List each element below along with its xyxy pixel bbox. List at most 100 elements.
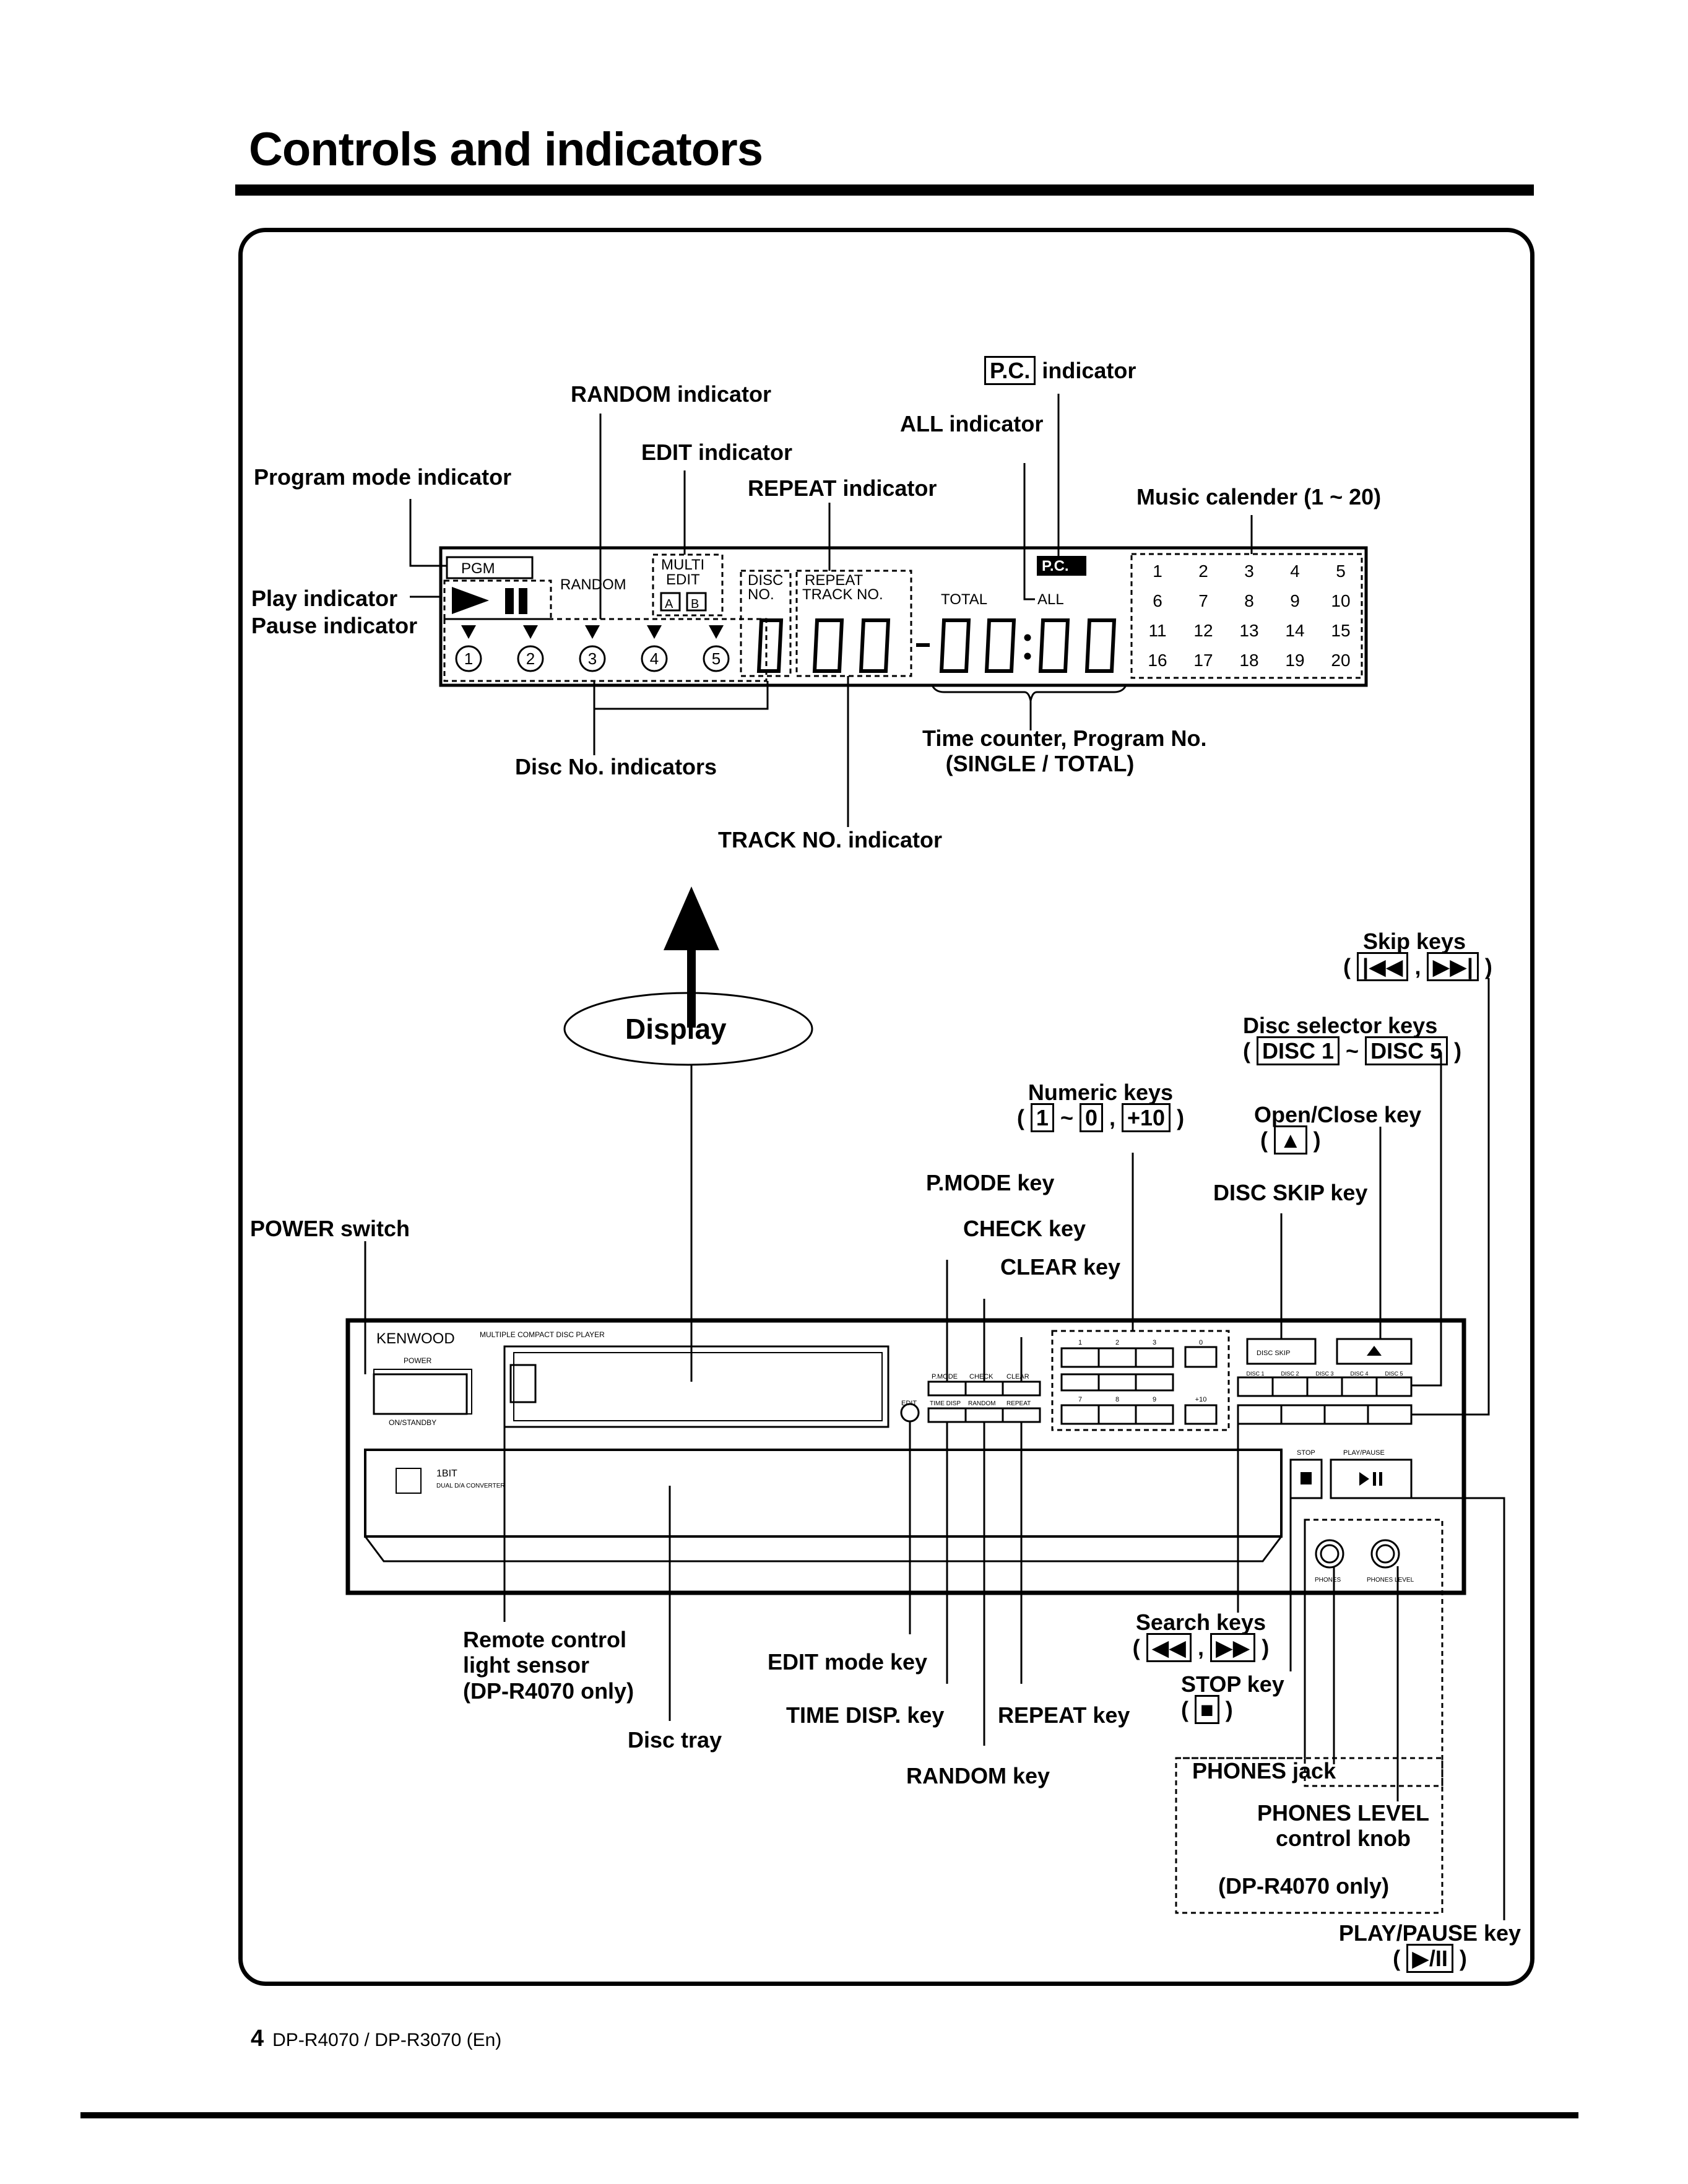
stop-key [1289,1458,1323,1499]
device-random-text: RANDOM [968,1400,995,1407]
phones-level-line-1: PHONES LEVEL [1257,1800,1430,1826]
stop-key-label: STOP key ( ■ ) [1181,1671,1284,1725]
lcd-no: NO. [748,586,774,603]
leader-disc-selector [1411,1052,1442,1387]
calendar-number: 12 [1193,621,1213,640]
calendar-number: 3 [1244,561,1254,581]
disc-no-indicators-label: Disc No. indicators [515,754,717,779]
time-counter-line-1: Time counter, Program No. [922,726,1207,751]
lcd-multi: MULTI [661,557,704,573]
lcd-disc-circle-1 [455,645,482,672]
play-indicator-label: Play indicator [251,586,398,611]
program-mode-indicator-label: Program mode indicator [254,464,512,490]
device-repeat-text: REPEAT [1006,1400,1031,1407]
edit-mode-key-label: EDIT mode key [768,1649,928,1675]
lcd-disc-circle-4 [641,645,668,672]
pc-box: P.C. [984,356,1036,385]
disc1-box: DISC 1 [1257,1036,1340,1066]
lcd-digits [756,618,1117,673]
device-num-label: 1 [1078,1339,1082,1346]
device-phones-text: PHONES [1315,1577,1341,1584]
pc-indicator-text: indicator [1042,358,1136,383]
diagram-frame [238,228,1534,1986]
pmode-row [927,1380,1041,1397]
calendar-number: 10 [1331,591,1350,610]
phones-jack-label: PHONES jack [1192,1758,1336,1783]
display-ellipse [563,992,813,1066]
device-power-text: POWER [404,1356,432,1365]
pause-indicator-label: Pause indicator [251,613,418,638]
skip-back-icon: |◀◀ [1357,952,1409,982]
lcd-b-box [686,592,707,612]
display-arrow-icon [664,886,719,950]
calendar-number: 15 [1331,621,1350,640]
device-num-label: 8 [1115,1396,1119,1403]
device-model-text: MULTIPLE COMPACT DISC PLAYER [480,1330,605,1339]
lcd-disc: DISC [748,572,783,589]
device-play-pause-text: PLAY/PAUSE [1343,1449,1385,1457]
play-pause-icon [1359,1472,1369,1486]
device-phones-level-text: PHONES LEVEL [1367,1577,1414,1584]
disc-tray [364,1449,1283,1538]
pc-indicator-label: P.C. indicator [984,356,1136,385]
page-title: Controls and indicators [249,123,763,176]
device-disc-label: DISC 4 [1350,1371,1368,1377]
device-body [345,1318,1466,1595]
disc-selector-keys-text: Disc selector keys [1243,1013,1438,1038]
device-disc-skip-text: DISC SKIP [1257,1350,1290,1357]
calendar-number: 7 [1198,591,1208,610]
device-bit-text: 1BIT [436,1468,457,1479]
leader-disc-bracket [593,681,769,710]
lcd-disc-number: 4 [650,649,659,668]
device-num-label: 3 [1153,1339,1156,1346]
calendar-number: 19 [1285,651,1304,670]
calendar-number: 5 [1336,561,1346,581]
display-label: Display [625,1013,727,1045]
lcd-track-no: TRACK NO. [802,586,883,603]
lcd-disc-area [443,618,768,682]
open-close-key [1336,1338,1413,1365]
calendar-number: 9 [1290,591,1300,610]
lcd-a: A [665,597,673,611]
disc-skip-key-label: DISC SKIP key [1213,1180,1368,1205]
device-num-label: 7 [1078,1396,1082,1403]
device-check-text: CHECK [969,1373,993,1380]
calendar-number: 1 [1153,561,1162,581]
remote-sensor [509,1364,537,1403]
random-key-label: RANDOM key [906,1763,1050,1788]
lcd-track-box [795,570,912,677]
pmode-key-label: P.MODE key [926,1170,1055,1195]
search-keys-text: Search keys [1135,1610,1266,1635]
device-dac-text: DUAL D/A CONVERTER [436,1483,505,1489]
lcd-all: ALL [1037,591,1064,608]
open-close-icon: ▲ [1274,1125,1307,1155]
skip-keys-text: Skip keys [1362,929,1466,954]
device-time-disp-text: TIME DISP [930,1400,961,1407]
time-disp-key-label: TIME DISP. key [786,1702,945,1728]
lcd-disc-circle-2 [517,645,544,672]
lcd-total: TOTAL [941,591,987,608]
leader-skip [1411,978,1490,1416]
calendar-number: 2 [1198,561,1208,581]
skip-keys-label: Skip keys ( |◀◀ , ▶▶| ) [1343,929,1492,982]
remote-sensor-label: Remote control light sensor (DP-R4070 on… [463,1627,634,1704]
calendar-number: 13 [1239,621,1258,640]
repeat-key-label: REPEAT key [998,1702,1130,1728]
calendar-number: 6 [1153,591,1162,610]
calendar-number: 14 [1285,621,1304,640]
disc-tray-label: Disc tray [628,1727,722,1753]
phones-level-knob [1370,1539,1400,1569]
search-keys-label: Search keys ( ◀◀ , ▶▶ ) [1127,1610,1275,1663]
play-pause-key-icon: ▶/II [1406,1944,1453,1974]
eject-icon [1367,1346,1382,1356]
open-close-key-text: Open/Close key [1254,1102,1422,1127]
search-back-icon: ◀◀ [1146,1633,1192,1663]
lcd-random: RANDOM [560,576,626,593]
lcd-b: B [691,597,699,611]
device-num-label: +10 [1195,1396,1207,1403]
power-switch-label: POWER switch [250,1216,410,1241]
remote-sensor-line-1: Remote control [463,1627,627,1652]
clear-key-label: CLEAR key [1000,1254,1121,1280]
